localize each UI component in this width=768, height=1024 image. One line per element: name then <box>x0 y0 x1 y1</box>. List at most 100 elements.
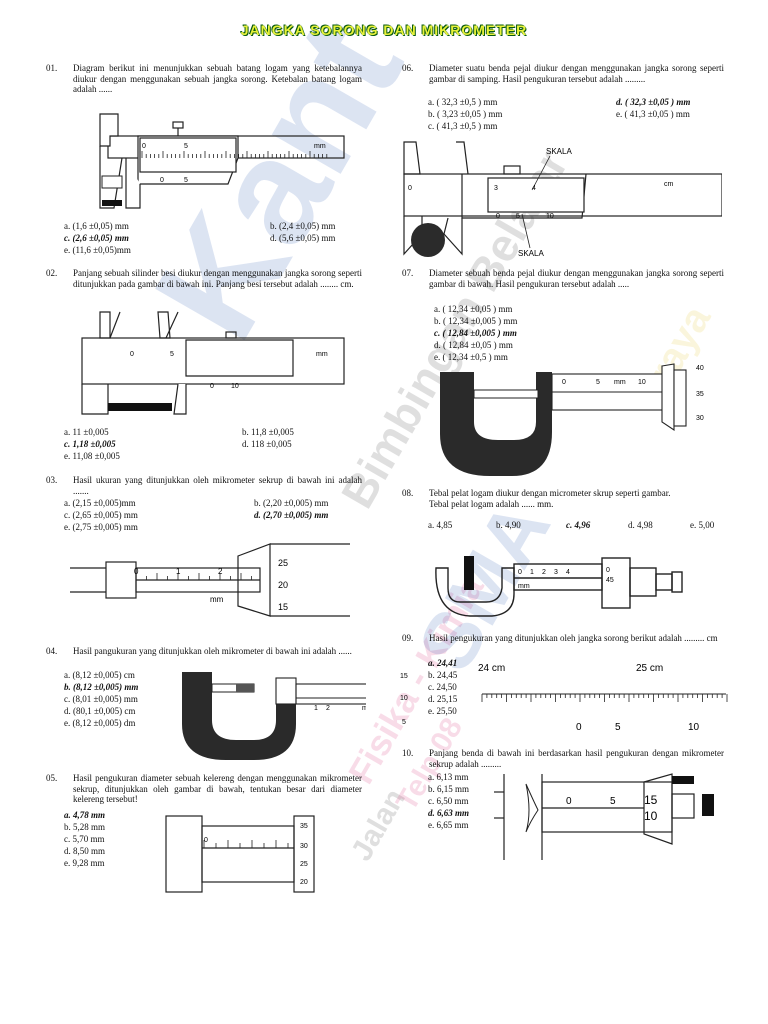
fig-label: 10 <box>688 722 700 733</box>
fig-label: 10 <box>546 213 554 220</box>
page-title: JANGKA SORONG DAN MIKROMETER <box>240 22 528 38</box>
option-05-c[interactable]: c. 5,70 mm <box>64 834 105 844</box>
question-text: Diameter sebuah benda pejal diukur denga… <box>429 268 724 289</box>
fig-label: 0 <box>566 796 572 807</box>
fig-label: 2 <box>218 567 223 576</box>
fig-label: 0 <box>576 722 582 733</box>
fig-label: 10 <box>638 379 646 386</box>
fig-label: 45 <box>606 577 614 584</box>
question-04: 04. Hasil pangukuran yang ditunjukkan ol… <box>46 646 362 657</box>
option-09-d[interactable]: d. 25,15 <box>428 694 458 704</box>
option-02-e[interactable]: e. 11,08 ±0,005 <box>64 451 120 461</box>
fig-label: SKALA <box>518 249 544 258</box>
question-text: Hasil pengukuran diameter sebuah keleren… <box>73 773 362 804</box>
option-04-c[interactable]: c. (8,01 ±0,005) mm <box>64 694 138 704</box>
option-01-e[interactable]: e. (11,6 ±0,05)mm <box>64 245 131 255</box>
option-08-a[interactable]: a. 4,85 <box>428 520 453 530</box>
option-07-e[interactable]: e. ( 12,34 ±0,5 ) mm <box>434 352 508 362</box>
option-05-d[interactable]: d. 8,50 mm <box>64 846 106 856</box>
question-number: 04. <box>46 646 58 656</box>
question-10: 10. Panjang benda di bawah ini berdasark… <box>402 748 724 769</box>
option-10-c[interactable]: c. 6,50 mm <box>428 796 469 806</box>
option-01-a[interactable]: a. (1,6 ±0,05) mm <box>64 221 129 231</box>
fig-label: 25 cm <box>636 663 663 674</box>
fig-label: 5 <box>402 719 406 726</box>
option-02-a[interactable]: a. 11 ±0,005 <box>64 427 109 437</box>
option-10-a[interactable]: a. 6,13 mm <box>428 772 469 782</box>
fig-label: 0 <box>496 213 500 220</box>
option-06-e[interactable]: e. ( 41,3 ±0,05 ) mm <box>616 109 690 119</box>
option-03-b[interactable]: b. (2,20 ±0,005) mm <box>254 498 329 508</box>
fig-label: 24 cm <box>478 663 505 674</box>
question-07: 07. Diameter sebuah benda pejal diukur d… <box>402 268 724 289</box>
option-09-e[interactable]: e. 25,50 <box>428 706 457 716</box>
question-number: 09. <box>402 633 414 643</box>
option-04-d[interactable]: d. (80,1 ±0,005) cm <box>64 706 136 716</box>
fig-label: 0 <box>518 569 522 576</box>
option-02-d[interactable]: d. 118 ±0,005 <box>242 439 292 449</box>
fig-label: 2 <box>326 705 330 712</box>
question-text: Panjang sebuah silinder besi diukur deng… <box>73 268 362 289</box>
option-07-a[interactable]: a. ( 12,34 ±0,05 ) mm <box>434 304 513 314</box>
option-03-e[interactable]: e. (2,75 ±0,005) mm <box>64 522 138 532</box>
option-06-c[interactable]: c. ( 41,3 ±0,5 ) mm <box>428 121 498 131</box>
fig-label: 1 <box>314 705 318 712</box>
fig-label: 10 <box>644 809 658 823</box>
option-06-d[interactable]: d. ( 32,3 ±0,05 ) mm <box>616 97 691 107</box>
question-06: 06. Diameter suatu benda pejal diukur de… <box>402 63 724 84</box>
fig-label: mm <box>362 705 366 712</box>
fig-label: 0 <box>562 379 566 386</box>
fig-label: 5 <box>615 722 621 733</box>
option-03-a[interactable]: a. (2,15 ±0,005)mm <box>64 498 136 508</box>
question-number: 06. <box>402 63 414 73</box>
fig-label: 10 <box>231 383 239 390</box>
option-06-a[interactable]: a. ( 32,3 ±0,5 ) mm <box>428 97 498 107</box>
option-03-d[interactable]: d. (2,70 ±0,005) mm <box>254 510 329 520</box>
question-text: Tebal pelat logam diukur dengan micromet… <box>429 488 671 498</box>
option-10-b[interactable]: b. 6,15 mm <box>428 784 470 794</box>
option-01-d[interactable]: d. (5,6 ±0,05) mm <box>270 233 336 243</box>
fig-label: mm <box>314 143 326 150</box>
option-04-a[interactable]: a. (8,12 ±0,005) cm <box>64 670 135 680</box>
question-number: 10. <box>402 748 414 758</box>
option-08-d[interactable]: d. 4,98 <box>628 520 653 530</box>
option-02-b[interactable]: b. 11,8 ±0,005 <box>242 427 294 437</box>
option-02-c[interactable]: c. 1,18 ±0,005 <box>64 439 116 449</box>
micrometer-figure-08: 0 1 2 3 4 mm 0 45 <box>435 556 683 617</box>
question-number: 08. <box>402 488 414 498</box>
fig-label: 5 <box>184 143 188 150</box>
option-10-d[interactable]: d. 6,63 mm <box>428 808 470 818</box>
fig-label: 0 <box>606 567 610 574</box>
option-04-e[interactable]: e. (8,12 ±0,005) dm <box>64 718 136 728</box>
fig-label: 15 <box>644 793 658 807</box>
option-08-c[interactable]: c. 4,96 <box>566 520 591 530</box>
question-text: Hasil pangukuran yang ditunjukkan oleh m… <box>73 646 352 656</box>
option-01-c[interactable]: c. (2,6 ±0,05) mm <box>64 233 129 243</box>
option-05-e[interactable]: e. 9,28 mm <box>64 858 105 868</box>
question-text: Diameter suatu benda pejal diukur dengan… <box>429 63 724 84</box>
option-08-e[interactable]: e. 5,00 <box>690 520 715 530</box>
option-07-d[interactable]: d. ( 12,84 ±0,05 ) mm <box>434 340 513 350</box>
fig-label: 0 <box>142 143 146 150</box>
option-06-b[interactable]: b. ( 3,23 ±0,05 ) mm <box>428 109 503 119</box>
option-03-c[interactable]: c. (2,65 ±0,005) mm <box>64 510 138 520</box>
fig-label: 25 <box>300 861 308 868</box>
option-01-b[interactable]: b. (2,4 ±0,05) mm <box>270 221 336 231</box>
option-05-b[interactable]: b. 5,28 mm <box>64 822 106 832</box>
fig-label: 10 <box>400 695 408 702</box>
option-07-b[interactable]: b. ( 12,34 ±0,005 ) mm <box>434 316 518 326</box>
option-08-b[interactable]: b. 4,90 <box>496 520 521 530</box>
option-05-a[interactable]: a. 4,78 mm <box>64 810 106 820</box>
question-number: 07. <box>402 268 414 278</box>
fig-label: cm <box>664 181 674 188</box>
option-07-c[interactable]: c. ( 12,84 ±0,005 ) mm <box>434 328 517 338</box>
micrometer-thimble-04: 15 10 5 <box>400 673 408 726</box>
vernier-caliper-figure-02: 0 5 mm 0 10 <box>81 311 345 415</box>
option-04-b[interactable]: b. (8,12 ±0,005) mm <box>64 682 139 692</box>
option-10-e[interactable]: e. 6,65 mm <box>428 820 469 830</box>
option-09-a[interactable]: a. 24,41 <box>428 658 458 668</box>
fig-label: SKALA <box>546 147 572 156</box>
option-09-b[interactable]: b. 24,45 <box>428 670 458 680</box>
micrometer-figure-05: 0 35 30 25 20 <box>165 815 315 893</box>
option-09-c[interactable]: c. 24,50 <box>428 682 457 692</box>
